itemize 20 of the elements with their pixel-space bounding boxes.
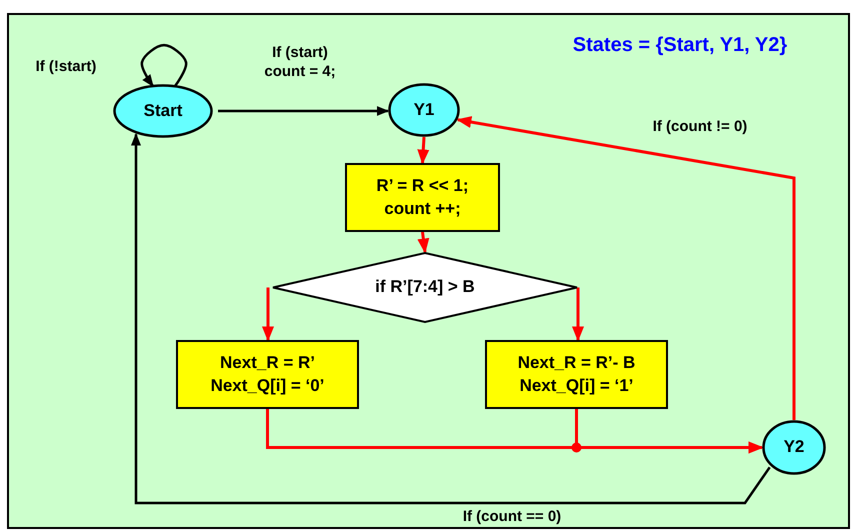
state-label: Y1	[414, 98, 434, 121]
arrow	[456, 116, 796, 420]
arrow	[575, 409, 764, 454]
arrow	[131, 132, 771, 504]
arrow	[218, 106, 390, 116]
arrow	[417, 136, 430, 164]
state-label: Y2	[784, 436, 804, 458]
condition-text: if R’[7:4] > B	[375, 276, 475, 298]
action-text: Next_R = R’ Next_Q[i] = ‘0’	[210, 352, 326, 396]
arrow	[262, 288, 274, 342]
arrow	[140, 44, 188, 88]
arrow	[417, 232, 430, 254]
state-label: Start	[144, 100, 182, 122]
action-text: R’ = R << 1; count ++;	[375, 175, 470, 220]
states-note: States = {Start, Y1, Y2}	[572, 34, 788, 57]
process-box	[345, 163, 500, 232]
process-box	[176, 340, 359, 409]
action-text: Next_R = R’- B Next_Q[i] = ‘1’	[516, 352, 636, 396]
arrow	[572, 288, 584, 342]
process-box	[485, 340, 668, 409]
